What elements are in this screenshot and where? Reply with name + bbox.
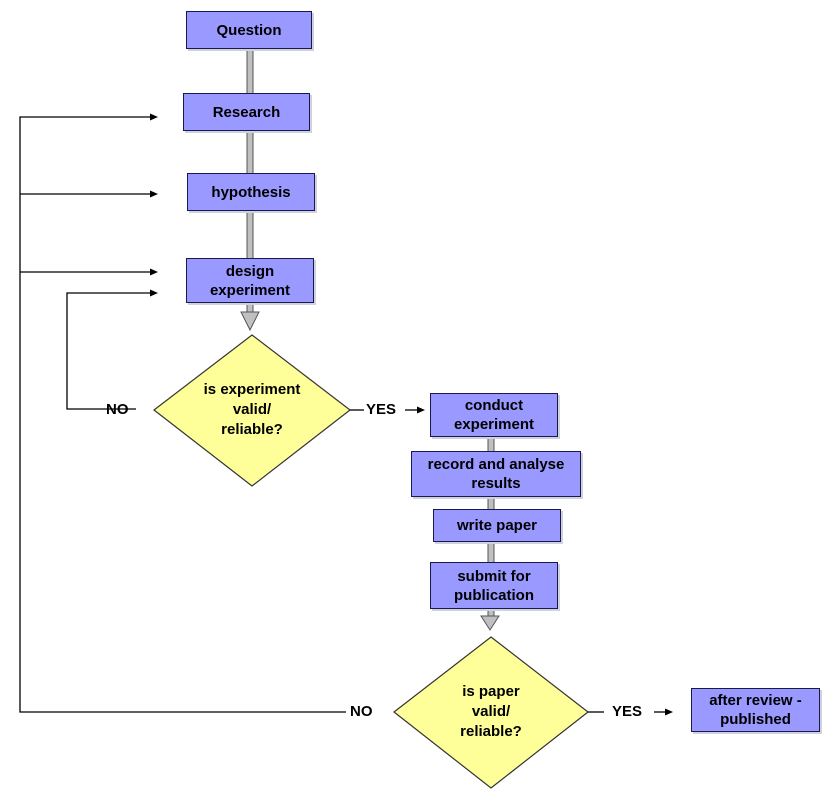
arrowhead-to-research — [150, 113, 158, 121]
arrowhead-to-design-loop — [150, 289, 158, 297]
experiment-no-loop — [66, 292, 152, 410]
node-record-results: record and analyse results — [411, 451, 581, 497]
shaft-research-hypothesis — [246, 129, 254, 175]
label-experiment-yes: YES — [366, 401, 397, 418]
shaft-submit-decision — [487, 607, 495, 617]
decision-paper-text: is paper valid/ reliable? — [460, 683, 522, 740]
experiment-decision-diamond — [153, 334, 351, 487]
shaft-conduct-record — [487, 435, 495, 453]
label-paper-no: NO — [350, 703, 373, 720]
shaft-record-write — [487, 495, 495, 511]
arrowhead-yes-experiment — [417, 406, 425, 414]
arrowhead-to-hypothesis — [150, 190, 158, 198]
node-write-paper: write paper — [433, 509, 561, 542]
arrowhead-into-experiment-decision — [240, 311, 260, 332]
shaft-hypothesis-design — [246, 209, 254, 260]
arrowhead-yes-paper — [665, 708, 673, 716]
node-question: Question — [186, 11, 312, 49]
shaft-connectors — [240, 47, 500, 631]
paper-no-loop — [19, 116, 346, 713]
feedback-arrowheads — [150, 113, 673, 716]
label-paper-yes: YES — [612, 703, 643, 720]
arrowhead-to-design — [150, 268, 158, 276]
node-design-experiment: design experiment — [186, 258, 314, 303]
shaft-design-decision — [246, 301, 254, 313]
shaft-question-research — [246, 47, 254, 95]
node-research: Research — [183, 93, 310, 131]
arrowhead-into-paper-decision — [480, 615, 500, 631]
decision-experiment-text: is experiment valid/ reliable? — [203, 381, 301, 438]
node-published: after review - published — [691, 688, 820, 732]
node-hypothesis: hypothesis — [187, 173, 315, 211]
node-submit-publication: submit for publication — [430, 562, 558, 609]
paper-decision-diamond — [393, 636, 589, 789]
shaft-write-submit — [487, 540, 495, 564]
node-conduct-experiment: conduct experiment — [430, 393, 558, 437]
feedback-lines — [19, 116, 666, 713]
label-experiment-no: NO — [106, 401, 129, 418]
